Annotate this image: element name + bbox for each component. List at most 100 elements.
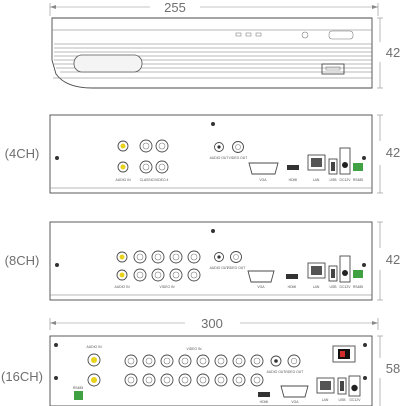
rs485-label: RS485 <box>353 285 363 289</box>
audio-in-connectors <box>87 353 101 387</box>
video-out-label: VIDEO OUT <box>229 156 248 160</box>
dc-label: DC12V <box>340 178 352 182</box>
video-in-label: VIDEO IN <box>160 285 175 289</box>
power-button <box>328 30 354 40</box>
audio-in-connectors <box>116 251 128 281</box>
dc-power-jack <box>339 255 351 283</box>
screw-icon <box>55 156 59 160</box>
front-usb-inner <box>325 66 341 71</box>
audio-out-label: AUDIO OUT <box>210 156 229 160</box>
arrow-right <box>372 5 378 9</box>
rs485-terminal <box>74 391 83 400</box>
front-usb-port <box>321 63 345 75</box>
usb-port <box>328 265 338 282</box>
ch16-width-label: 300 <box>201 316 223 331</box>
panel-16ch: 300 (16CH) AUDIO IN <box>1 316 400 406</box>
audio-in-connectors <box>117 140 129 173</box>
audio-in-label: AUDIO IN <box>86 345 102 349</box>
ch16-height-label: 58 <box>386 361 400 376</box>
video-out-connector <box>230 251 242 263</box>
dc-label: DC12V <box>350 398 362 402</box>
top-width-label: 255 <box>164 0 186 15</box>
hdmi-port <box>287 165 299 170</box>
rs485-terminal <box>353 270 363 278</box>
screw-icon <box>54 343 58 347</box>
lan-label: LAN <box>313 285 320 289</box>
vga-port <box>280 385 309 398</box>
audio-out-connector <box>214 252 224 262</box>
audio-in-label: AUDIO IN <box>115 178 131 182</box>
vga-port <box>248 162 279 175</box>
panel-4ch-title: (4CH) <box>5 146 40 161</box>
screw-icon <box>211 229 215 233</box>
lan-label: LAN <box>313 178 320 182</box>
rs485-label: RS485 <box>73 386 83 390</box>
lan-port <box>307 262 326 279</box>
screw-icon <box>55 263 59 267</box>
dc-power-jack <box>339 147 351 175</box>
rs485-label: RS485 <box>353 178 363 182</box>
led-indicator-2 <box>245 32 252 37</box>
ch4-height-label: 42 <box>386 145 400 160</box>
top-height-label: 42 <box>386 45 400 60</box>
video-in-label: VIDEO IN <box>187 347 202 351</box>
hdmi-label: HDMI <box>260 400 269 404</box>
arrow-left <box>50 5 56 9</box>
vga-label: VGA <box>257 285 265 289</box>
screw-icon <box>363 343 367 347</box>
hdmi-label: HDMI <box>288 285 297 289</box>
hdmi-label: HDMI <box>289 178 298 182</box>
power-switch <box>332 345 356 363</box>
video-in-bnc-connectors <box>133 250 201 282</box>
panel-8ch: (8CH) AUDIO IN VIDEO IN AUDIO OUT VIDEO … <box>5 221 400 301</box>
video-in-label: CLASSIC/VIDEO 4 <box>140 178 169 182</box>
dc-power-jack <box>348 375 361 397</box>
vga-port <box>247 270 275 283</box>
panel-4ch: (4CH) AUDIO IN CLASSIC/VIDEO 4 AUDIO OUT… <box>5 114 400 194</box>
screw-icon <box>362 263 366 267</box>
usb-port <box>337 377 347 395</box>
screw-icon <box>211 122 215 126</box>
video-in-bnc-connectors <box>124 354 264 387</box>
panel-8ch-title: (8CH) <box>5 253 40 268</box>
vga-label: VGA <box>291 400 299 404</box>
panel-8ch-frame <box>49 221 373 301</box>
front-chassis <box>51 17 373 89</box>
panel-16ch-frame <box>49 335 373 406</box>
video-out-connector <box>287 354 301 368</box>
hdmi-port <box>286 274 298 279</box>
lan-label: LAN <box>322 398 329 402</box>
video-out-label: VIDEO OUT <box>285 370 304 374</box>
dc-label: DC12V <box>340 285 352 289</box>
led-indicator-1 <box>235 32 242 37</box>
led-indicator-3 <box>255 32 262 37</box>
panel-16ch-title: (16CH) <box>1 369 43 384</box>
video-in-bnc-connectors <box>139 139 169 174</box>
ch8-height-label: 42 <box>386 252 400 267</box>
panel-4ch-frame <box>49 114 373 194</box>
audio-out-connector <box>270 355 282 367</box>
lan-port <box>316 377 335 394</box>
ir-sensor <box>301 31 309 39</box>
video-out-label: VIDEO OUT <box>227 266 246 270</box>
usb-label: USB <box>339 398 347 402</box>
usb-port <box>328 158 338 175</box>
hdmi-port <box>258 392 270 397</box>
usb-label: USB <box>330 285 338 289</box>
audio-out-label: AUDIO OUT <box>267 370 286 374</box>
audio-in-label: AUDIO IN <box>114 285 130 289</box>
video-out-connector <box>232 141 244 153</box>
lan-port <box>307 154 326 171</box>
screw-icon <box>363 376 367 380</box>
front-display-window <box>73 54 143 73</box>
usb-label: USB <box>330 178 338 182</box>
rs485-terminal <box>353 163 363 171</box>
vga-label: VGA <box>259 178 267 182</box>
audio-out-label: AUDIO OUT <box>210 266 229 270</box>
screw-icon <box>362 156 366 160</box>
front-view: 255 42 <box>49 0 400 89</box>
audio-out-connector <box>214 142 224 152</box>
screw-icon <box>54 376 58 380</box>
